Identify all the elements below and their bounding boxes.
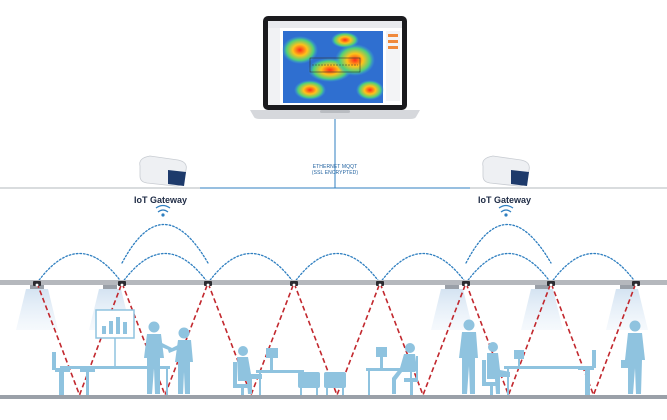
wifi-icon	[155, 204, 171, 217]
link-label: ETHERNET MQQT (SSL ENCRYPTED)	[305, 164, 365, 176]
person-icon	[144, 321, 172, 394]
mesh-arc	[36, 252, 123, 284]
chair-icon	[80, 368, 95, 395]
sensor-icon	[118, 281, 126, 287]
sensor-icon	[462, 281, 470, 287]
gateway-label: IoT Gateway	[478, 195, 532, 205]
floor	[0, 395, 667, 399]
chair-icon	[52, 352, 70, 395]
mesh-arc	[207, 252, 295, 284]
sensor-icon	[547, 281, 555, 287]
mesh-arc	[121, 252, 209, 284]
mesh-arc	[465, 224, 552, 264]
chair-icon	[298, 372, 320, 395]
mesh-arc	[121, 224, 209, 264]
desk-icon	[256, 348, 304, 395]
sensor-icon	[290, 281, 298, 287]
laptop-icon	[250, 16, 420, 119]
person-icon	[459, 319, 478, 394]
heatmap-screen	[282, 31, 384, 103]
sensor-icon	[33, 281, 41, 287]
person-icon	[237, 346, 262, 394]
mesh-arc	[379, 252, 467, 284]
chair-icon	[578, 350, 596, 395]
person-icon	[168, 327, 193, 394]
chair-icon	[482, 360, 500, 395]
sensor-nodes	[33, 281, 640, 287]
person-icon	[487, 342, 510, 394]
ceiling	[0, 280, 667, 285]
sensor-icon	[632, 281, 640, 287]
person-icon	[392, 343, 417, 394]
ethernet-link	[200, 119, 470, 189]
sensor-icon	[204, 281, 212, 287]
link-encryption: (SSL ENCRYPTED)	[311, 170, 359, 176]
mesh-arcs	[36, 224, 637, 284]
mesh-arc	[293, 252, 381, 284]
chair-icon	[404, 356, 418, 395]
chair-icon	[324, 372, 346, 395]
link-protocol: ETHERNET MQQT	[312, 164, 358, 170]
whiteboard-icon	[95, 309, 135, 366]
ceiling-lights	[16, 285, 648, 330]
person-icon	[621, 320, 645, 394]
gateway-label: IoT Gateway	[134, 195, 188, 205]
chair-icon	[233, 362, 250, 395]
sensor-icon	[376, 281, 384, 287]
desk-icon	[60, 366, 170, 395]
gateway-icon	[482, 155, 530, 187]
gateway-icon	[139, 155, 187, 187]
wifi-icon	[498, 204, 514, 217]
mesh-arc	[465, 252, 552, 284]
desk-icon	[504, 350, 592, 395]
mesh-arc	[550, 252, 637, 284]
